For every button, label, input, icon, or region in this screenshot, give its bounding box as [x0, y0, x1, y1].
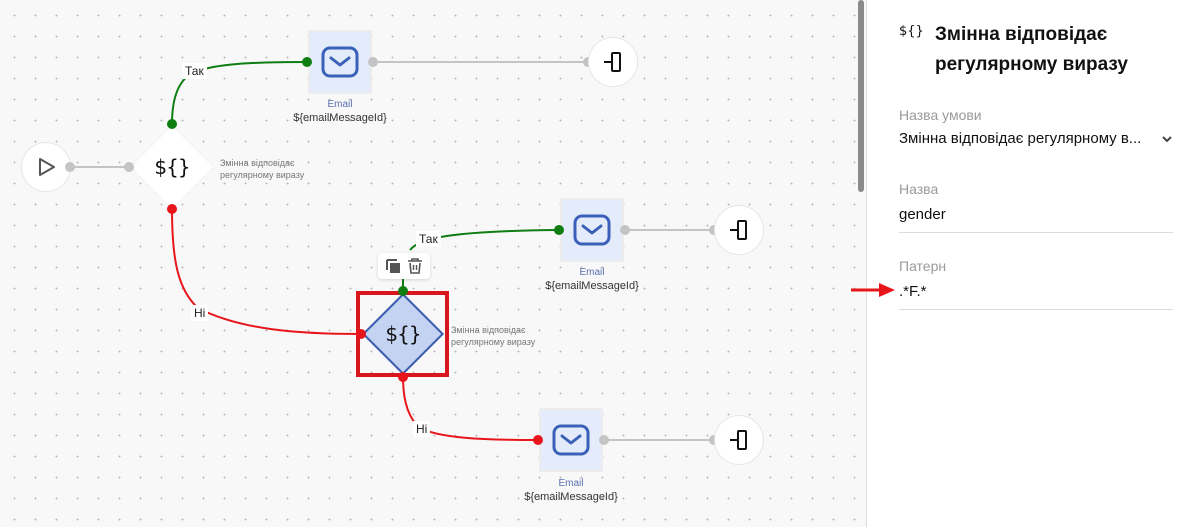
edge-label-yes: Так	[416, 231, 441, 247]
field-label: Назва	[899, 181, 939, 197]
condition-node[interactable]: ${}	[130, 125, 214, 209]
exit-icon	[730, 220, 747, 240]
variable-regex-icon: ${}	[385, 322, 421, 346]
field-label: Назва умови	[899, 107, 982, 123]
variable-regex-icon: ${}	[899, 24, 924, 39]
trash-icon[interactable]	[405, 256, 425, 276]
pattern-input[interactable]: .*F.*	[899, 281, 1173, 310]
end-node[interactable]	[714, 205, 764, 255]
end-node[interactable]	[588, 37, 638, 87]
email-out-port[interactable]	[599, 435, 609, 445]
email-in-port[interactable]	[533, 435, 543, 445]
email-out-port[interactable]	[620, 225, 630, 235]
email-node[interactable]	[560, 198, 624, 262]
start-out-port[interactable]	[65, 162, 75, 172]
edge-label-yes: Так	[182, 63, 207, 79]
canvas-scrollbar[interactable]	[858, 0, 864, 192]
email-caption: Email ${emailMessageId}	[524, 478, 618, 503]
condition-name-select[interactable]: Змінна відповідає регулярному в...	[899, 128, 1173, 150]
condition-yes-port[interactable]	[398, 286, 408, 296]
properties-panel: ${} Змінна відповідає регулярному виразу…	[866, 0, 1203, 527]
email-caption: Email ${emailMessageId}	[545, 267, 639, 292]
condition-no-port[interactable]	[398, 372, 408, 382]
condition-caption: Змінна відповідає регулярному виразу	[451, 325, 536, 347]
name-input[interactable]: gender	[899, 204, 1173, 233]
condition-in-port[interactable]	[356, 329, 366, 339]
envelope-icon	[552, 424, 590, 456]
variable-regex-icon: ${}	[154, 155, 190, 179]
exit-icon	[730, 430, 747, 450]
email-in-port[interactable]	[302, 57, 312, 67]
flow-canvas[interactable]: ${} Змінна відповідає регулярному виразу…	[0, 0, 866, 527]
envelope-icon	[573, 214, 611, 246]
edge-label-no: Ні	[191, 305, 209, 321]
condition-caption: Змінна відповідає регулярному виразу	[220, 158, 305, 180]
email-node[interactable]	[539, 408, 603, 472]
email-in-port[interactable]	[554, 225, 564, 235]
exit-icon	[604, 52, 621, 72]
email-caption: Email ${emailMessageId}	[293, 99, 387, 124]
chevron-down-icon[interactable]	[1161, 135, 1173, 143]
condition-name-field[interactable]: Назва умови Змінна відповідає регулярном…	[899, 106, 1173, 150]
condition-yes-port[interactable]	[167, 119, 177, 129]
edge-label-no: Ні	[413, 421, 431, 437]
condition-in-port[interactable]	[124, 162, 134, 172]
name-field[interactable]: Назва gender	[899, 180, 1173, 233]
copy-icon[interactable]	[383, 256, 403, 276]
select-value: Змінна відповідає регулярному в...	[899, 130, 1142, 147]
panel-title: Змінна відповідає регулярному виразу	[935, 24, 1128, 75]
annotation-arrow-icon	[851, 283, 895, 297]
selection-highlight	[356, 291, 449, 377]
condition-no-port[interactable]	[167, 204, 177, 214]
pattern-field[interactable]: Патерн .*F.*	[899, 257, 1173, 310]
field-label: Патерн	[899, 258, 947, 274]
condition-node-selected[interactable]: ${}	[361, 292, 445, 376]
end-node[interactable]	[714, 415, 764, 465]
email-node[interactable]	[308, 30, 372, 94]
node-toolbar	[378, 253, 430, 279]
envelope-icon	[321, 46, 359, 78]
email-out-port[interactable]	[368, 57, 378, 67]
play-icon	[39, 158, 55, 176]
start-node[interactable]	[21, 142, 71, 192]
